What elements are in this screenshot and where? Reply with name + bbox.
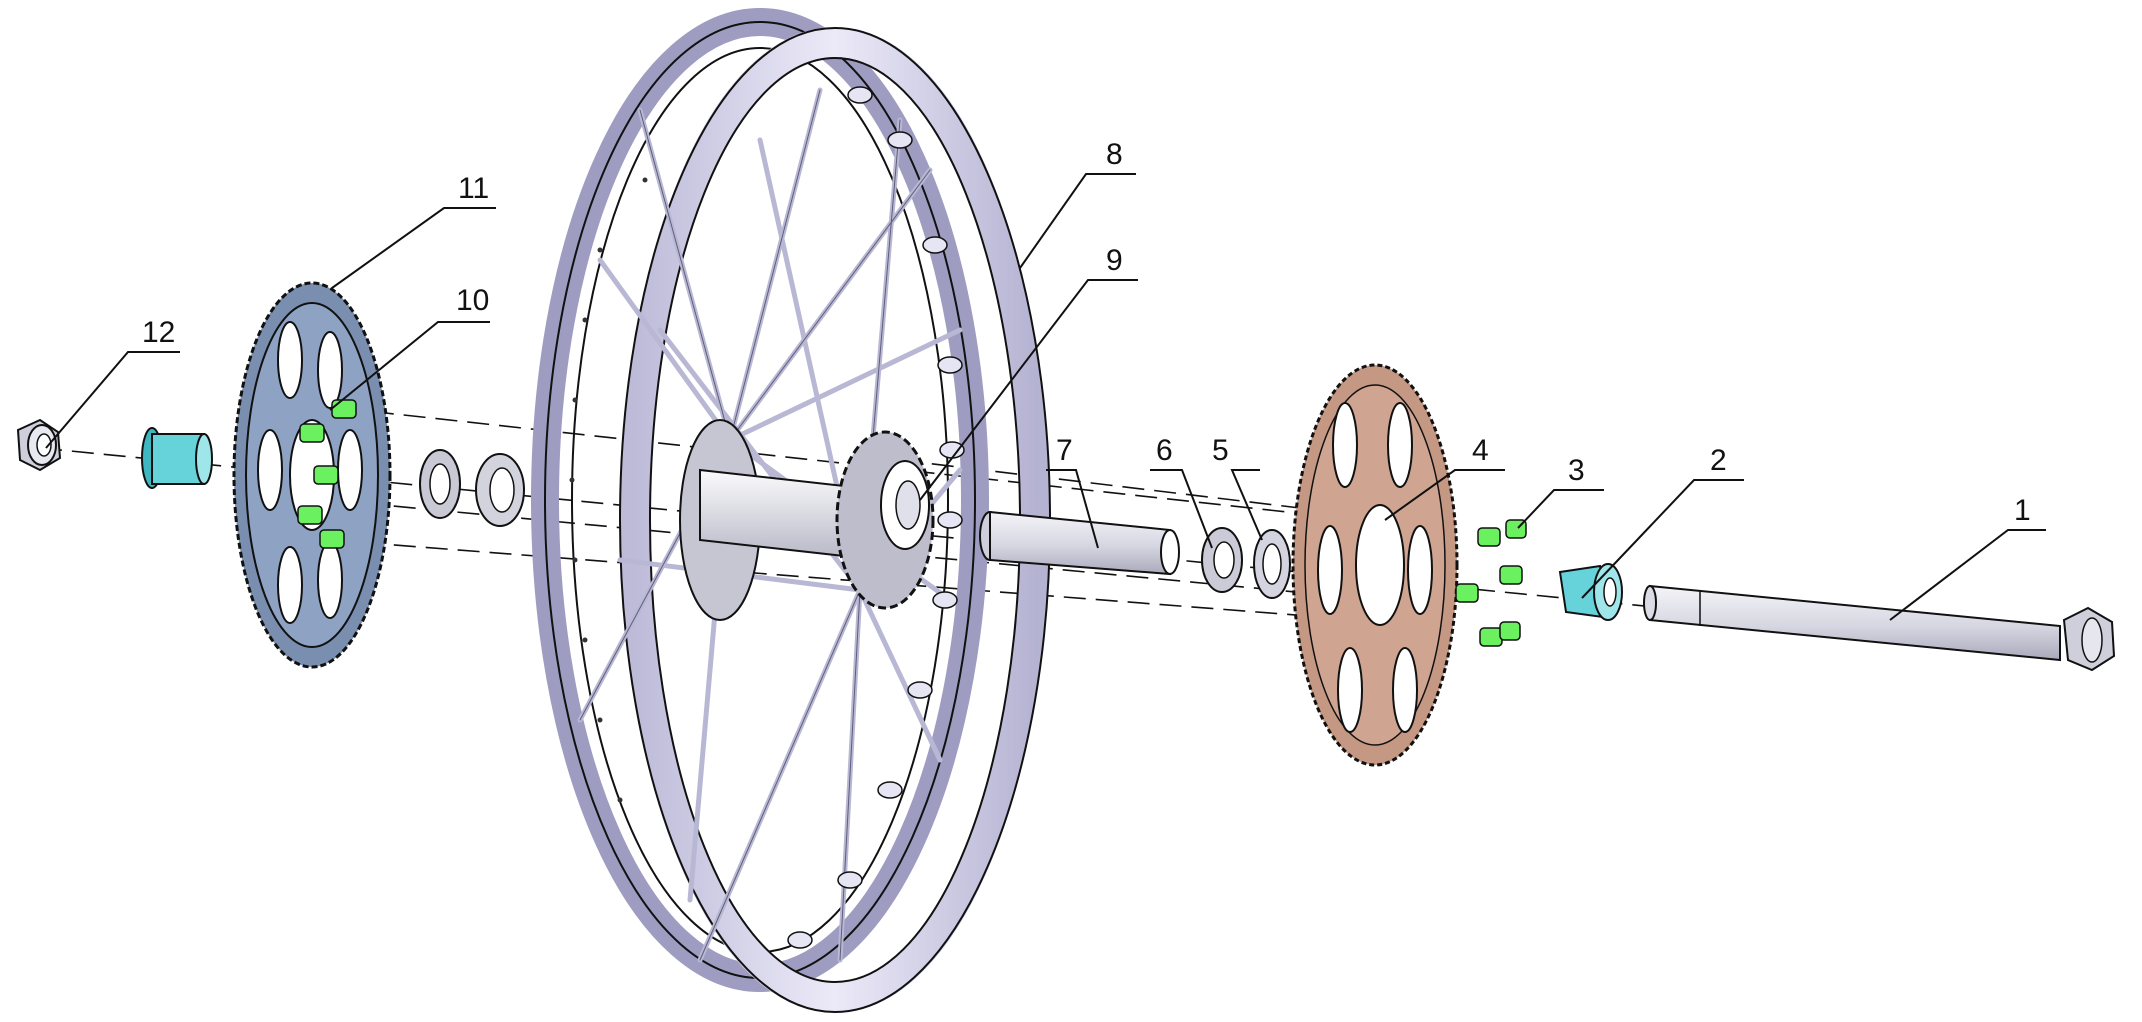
callout-label-4: 4: [1472, 434, 1489, 467]
part-11-sprocket: [232, 281, 392, 669]
callout-label-1: 1: [2014, 494, 2031, 527]
callout-11: 11: [331, 172, 496, 289]
callout-3: 3: [1517, 454, 1604, 529]
spoke-nipples: [787, 86, 965, 949]
callout-label-9: 9: [1106, 244, 1123, 277]
callout-label-3: 3: [1568, 454, 1585, 487]
part-6-bearing: [1201, 527, 1243, 593]
part-2-spacer: [1558, 563, 1623, 621]
callout-5: 5: [1212, 434, 1263, 541]
callout-2: 2: [1581, 444, 1744, 599]
callout-10: 10: [329, 284, 490, 411]
callout-7: 7: [1046, 434, 1099, 549]
sprocket-side-spacer: [141, 427, 213, 489]
callout-label-8: 8: [1106, 138, 1123, 171]
rim-holes: [569, 177, 648, 803]
callout-label-2: 2: [1710, 444, 1727, 477]
callout-12: 12: [45, 316, 180, 449]
part-12-nut: [16, 418, 62, 472]
part-3-disc-bolts: [1455, 519, 1527, 647]
callout-label-7: 7: [1056, 434, 1073, 467]
callout-6: 6: [1150, 434, 1213, 549]
part-1-axle: [1643, 584, 2116, 672]
callout-8: 8: [1019, 138, 1136, 269]
part-9-hub: [679, 419, 935, 621]
callout-4: 4: [1384, 434, 1505, 521]
callout-label-5: 5: [1212, 434, 1229, 467]
callout-9: 9: [919, 244, 1138, 501]
left-bearings: [419, 449, 525, 527]
callout-label-6: 6: [1156, 434, 1173, 467]
part-7-spacer-tube: [979, 510, 1180, 576]
part-4-brake-disc: [1291, 363, 1459, 767]
part-5-bearing: [1253, 529, 1291, 599]
callout-1: 1: [1889, 494, 2046, 621]
callout-label-11: 11: [458, 172, 489, 205]
callout-label-12: 12: [142, 316, 175, 349]
callout-label-10: 10: [456, 284, 489, 317]
